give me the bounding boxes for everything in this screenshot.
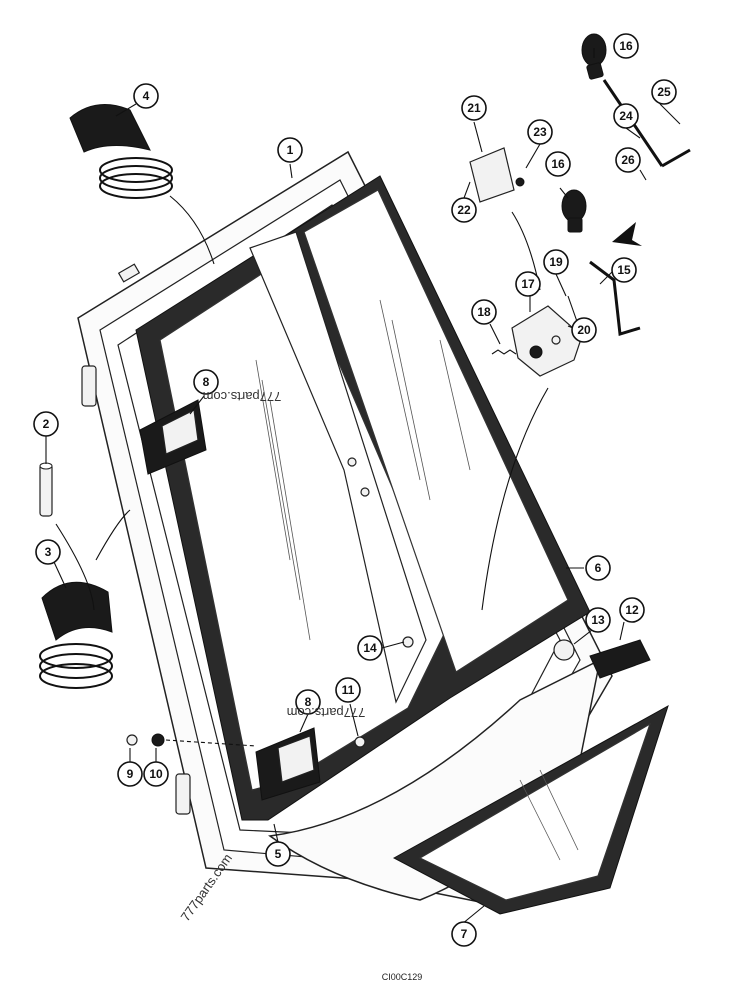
callout-16-mid-label: 16: [551, 157, 565, 171]
callout-14-label: 14: [363, 641, 377, 655]
seal-strip-coil-top: [69, 104, 173, 199]
callout-7-label: 7: [461, 927, 468, 941]
watermark-middle: 777parts.com: [287, 705, 366, 720]
callout-2: 2: [33, 411, 59, 437]
callout-20: 20: [571, 317, 597, 343]
callout-12: 12: [619, 597, 645, 623]
callout-1: 1: [277, 137, 303, 163]
lower-glass-panel: [268, 658, 669, 915]
lower-latch: [553, 639, 651, 679]
callout-21: 21: [461, 95, 487, 121]
callout-7: 7: [451, 921, 477, 947]
callout-15-label: 15: [617, 263, 631, 277]
callout-9: 9: [117, 761, 143, 787]
callout-8-upper-label: 8: [203, 375, 210, 389]
callout-19-label: 19: [549, 255, 563, 269]
callout-25: 25: [651, 79, 677, 105]
lower-hinge: [255, 727, 321, 801]
handle-rod-assembly: [561, 33, 691, 336]
seal-strip-coil-bottom: [39, 581, 113, 689]
callout-23: 23: [527, 119, 553, 145]
callout-16-mid: 16: [545, 151, 571, 177]
callout-20-label: 20: [577, 323, 591, 337]
callout-14: 14: [357, 635, 383, 661]
callout-23-label: 23: [533, 125, 547, 139]
callout-15: 15: [611, 257, 637, 283]
callout-8-lower: 8: [295, 689, 321, 715]
callout-21-label: 21: [467, 101, 481, 115]
callout-1-label: 1: [287, 143, 294, 157]
callout-10: 10: [143, 761, 169, 787]
callout-18: 18: [471, 299, 497, 325]
callout-24-label: 24: [619, 109, 633, 123]
callout-12-label: 12: [625, 603, 639, 617]
callout-2-label: 2: [43, 417, 50, 431]
callout-11: 11: [335, 677, 361, 703]
callout-9-label: 9: [127, 767, 134, 781]
callout-11-label: 11: [342, 683, 355, 697]
callout-18-label: 18: [477, 305, 491, 319]
callout-13-label: 13: [591, 613, 605, 627]
callout-25-label: 25: [657, 85, 671, 99]
callout-8-lower-label: 8: [305, 695, 312, 709]
callout-22: 22: [451, 197, 477, 223]
callout-3: 3: [35, 539, 61, 565]
spacer-tube: [39, 462, 53, 517]
callout-22-label: 22: [457, 203, 471, 217]
callout-6-label: 6: [595, 561, 602, 575]
callout-8-upper: 8: [193, 369, 219, 395]
callout-4-label: 4: [143, 89, 150, 103]
watermark-top: 777parts.com: [203, 389, 282, 404]
callout-24: 24: [613, 103, 639, 129]
callout-10-label: 10: [149, 767, 163, 781]
callout-5-label: 5: [275, 847, 282, 861]
callout-6: 6: [585, 555, 611, 581]
callout-5: 5: [265, 841, 291, 867]
upper-hinge: [139, 399, 207, 475]
callout-16-top-label: 16: [619, 39, 633, 53]
callout-17: 17: [515, 271, 541, 297]
callout-26-label: 26: [621, 153, 635, 167]
callout-4: 4: [133, 83, 159, 109]
callout-17-label: 17: [521, 277, 535, 291]
callout-3-label: 3: [45, 545, 52, 559]
callout-19: 19: [543, 249, 569, 275]
callout-16-top: 16: [613, 33, 639, 59]
figure-code: CI00C129: [382, 972, 423, 982]
callout-leaders: [45, 48, 681, 925]
callout-26: 26: [615, 147, 641, 173]
callout-13: 13: [585, 607, 611, 633]
